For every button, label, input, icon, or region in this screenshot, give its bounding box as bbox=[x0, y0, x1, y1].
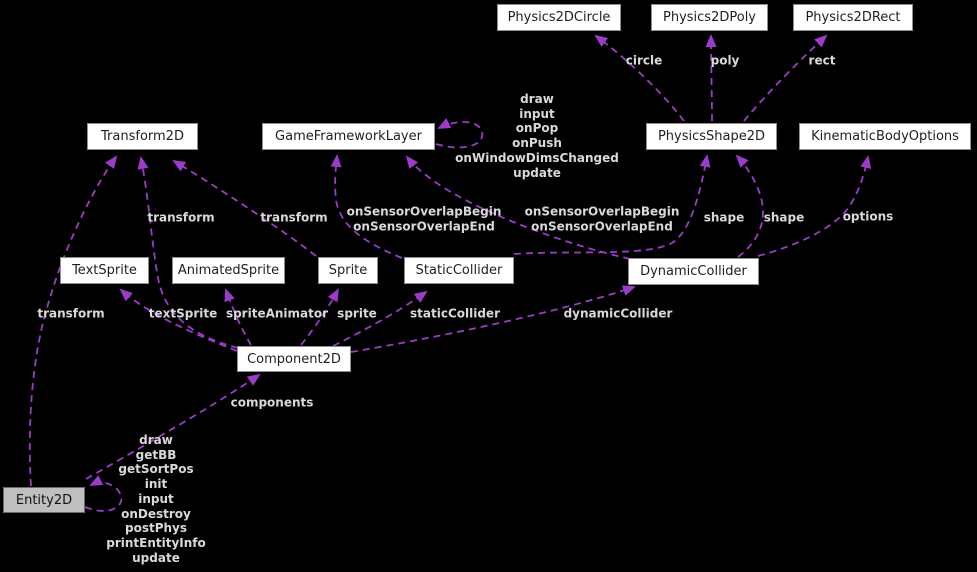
edge-sprite-transform2d bbox=[172, 159, 317, 257]
edge-label-circle: circle bbox=[625, 53, 663, 68]
edge-label-options: options bbox=[842, 209, 894, 224]
node-physics2drect[interactable]: Physics2DRect bbox=[793, 4, 913, 31]
node-kinematicbodyoptions[interactable]: KinematicBodyOptions bbox=[799, 123, 971, 150]
edge-label-shape-static: shape bbox=[703, 210, 745, 225]
edge-component2d-sprite bbox=[300, 288, 339, 346]
node-transform2d[interactable]: Transform2D bbox=[87, 123, 198, 150]
edge-staticcollider-gameframeworklayer bbox=[330, 154, 403, 259]
node-physics2dpoly[interactable]: Physics2DPoly bbox=[651, 4, 768, 31]
node-physics2dcircle[interactable]: Physics2DCircle bbox=[497, 4, 621, 31]
edge-dynamiccollider-gameframeworklayer bbox=[405, 155, 631, 260]
edge-physicsshape2d-physics2drect bbox=[743, 34, 828, 122]
edge-label-sensor-overlap-static: onSensorOverlapBegin onSensorOverlapEnd bbox=[346, 204, 502, 233]
node-label: Entity2D bbox=[15, 492, 73, 508]
edge-label-rect: rect bbox=[808, 53, 836, 68]
edge-label-transform-component: transform bbox=[147, 210, 215, 225]
edge-dynamiccollider-physicsshape2d bbox=[735, 154, 764, 258]
edge-entity2d-transform2d bbox=[28, 155, 118, 487]
node-label: Physics2DPoly bbox=[663, 10, 756, 25]
edge-staticcollider-physicsshape2d bbox=[513, 154, 711, 255]
edge-entity2d-component2d bbox=[85, 373, 261, 480]
edge-label-sprite: sprite bbox=[337, 306, 377, 321]
node-label: KinematicBodyOptions bbox=[811, 129, 959, 144]
node-gameframeworklayer[interactable]: GameFrameworkLayer bbox=[262, 123, 435, 150]
edge-label-transform-entity: transform bbox=[37, 306, 105, 321]
edge-label-components: components bbox=[230, 395, 314, 410]
node-sprite[interactable]: Sprite bbox=[318, 257, 378, 284]
node-label: Physics2DRect bbox=[805, 10, 901, 25]
node-staticcollider[interactable]: StaticCollider bbox=[404, 257, 514, 284]
edge-label-dynamiccollider: dynamicCollider bbox=[563, 306, 673, 321]
node-label: Physics2DCircle bbox=[507, 10, 611, 25]
edge-label-poly: poly bbox=[710, 53, 740, 68]
edge-label-gfl-methods: draw input onPop onPush onWindowDimsChan… bbox=[455, 91, 619, 180]
edge-dynamiccollider-kinematicbodyoptions bbox=[757, 155, 872, 257]
node-label: Sprite bbox=[328, 263, 368, 278]
node-label: Transform2D bbox=[101, 129, 184, 144]
node-label: DynamicCollider bbox=[640, 264, 747, 279]
edge-physicsshape2d-physics2dcircle bbox=[594, 34, 685, 122]
edge-component2d-textsprite bbox=[119, 288, 238, 352]
edge-label-spriteanimator: spriteAnimator bbox=[225, 306, 329, 321]
node-textsprite[interactable]: TextSprite bbox=[60, 257, 149, 284]
edge-label-sensor-overlap-dynamic: onSensorOverlapBegin onSensorOverlapEnd bbox=[524, 204, 680, 233]
node-animatedsprite[interactable]: AnimatedSprite bbox=[172, 257, 285, 284]
edge-physicsshape2d-physics2dpoly bbox=[705, 34, 717, 122]
edge-label-shape-dynamic: shape bbox=[763, 210, 805, 225]
edge-component2d-dynamiccollider bbox=[350, 285, 636, 353]
node-physicsshape2d[interactable]: PhysicsShape2D bbox=[646, 123, 777, 150]
edge-component2d-staticcollider bbox=[332, 290, 428, 347]
node-label: PhysicsShape2D bbox=[657, 129, 766, 144]
node-component2d[interactable]: Component2D bbox=[237, 346, 351, 372]
node-entity2d: Entity2D bbox=[3, 487, 85, 513]
edge-label-transform-sprite: transform bbox=[260, 210, 328, 225]
edge-label-entity-methods: draw getBB getSortPos init input onDestr… bbox=[106, 432, 206, 565]
edge-component2d-animatedsprite bbox=[224, 288, 252, 346]
node-dynamiccollider[interactable]: DynamicCollider bbox=[628, 258, 759, 285]
edge-label-staticcollider: staticCollider bbox=[410, 306, 500, 321]
node-label: TextSprite bbox=[72, 263, 137, 278]
edge-gameframeworklayer-self-loop bbox=[435, 118, 484, 149]
node-label: Component2D bbox=[247, 351, 341, 367]
edge-component2d-transform2d bbox=[137, 156, 239, 349]
node-label: AnimatedSprite bbox=[177, 263, 280, 278]
edge-label-textsprite: textSprite bbox=[148, 306, 218, 321]
node-label: GameFrameworkLayer bbox=[275, 129, 422, 144]
node-label: StaticCollider bbox=[415, 263, 503, 278]
